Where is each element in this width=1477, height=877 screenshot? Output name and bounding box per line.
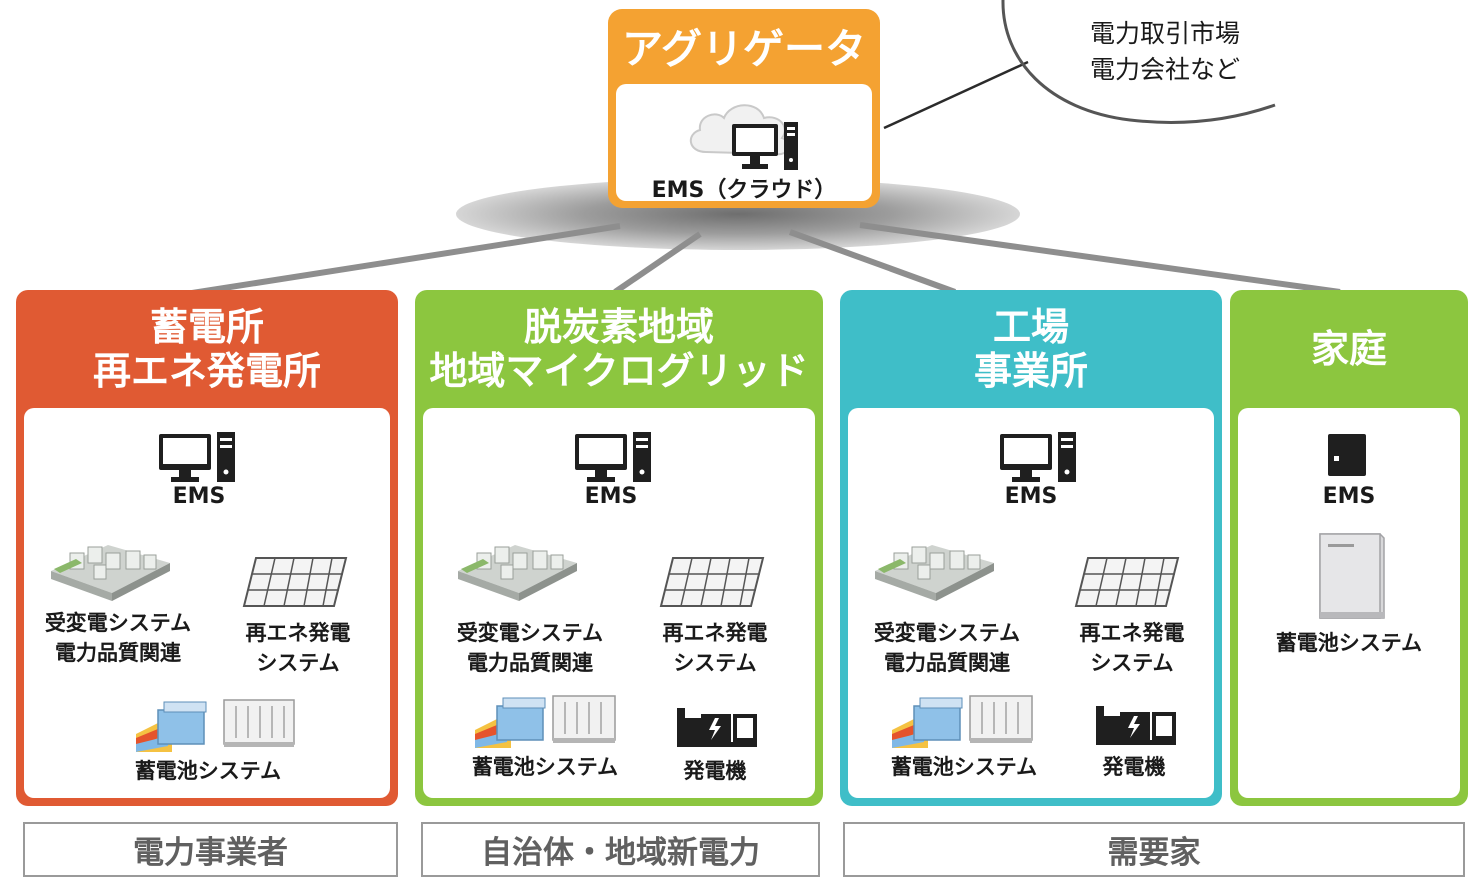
solar-label-line2: システム <box>673 651 757 676</box>
generator-label: 発電機 <box>683 759 747 783</box>
substation-label-line1: 受変電システム <box>456 621 604 645</box>
ems-label: EMS <box>1322 484 1376 509</box>
cloud-computer-icon <box>690 104 798 170</box>
solar-panel-icon <box>1074 557 1180 607</box>
panel-factory-header: 工場 事業所 <box>848 290 1214 408</box>
aggregator-body: EMS（クラウド） <box>616 84 872 203</box>
panel-title-line2: 再エネ発電所 <box>92 349 321 393</box>
substation-label-line2: 電力品質関連 <box>467 651 593 676</box>
home-battery-icon <box>1319 533 1385 619</box>
panel-battery-station-header: 蓄電所 再エネ発電所 <box>24 290 390 408</box>
ems-label: EMS <box>172 484 226 509</box>
solar-label-line1: 再エネ発電 <box>1079 621 1185 645</box>
substation-icon <box>51 545 170 601</box>
substation-icon <box>875 545 994 601</box>
battery-label: 蓄電池システム <box>1275 631 1423 655</box>
generator-icon <box>1096 706 1176 745</box>
computer-icon <box>1000 432 1076 482</box>
market-label: 電力取引市場 電力会社など <box>1060 16 1270 89</box>
battery-system-icon <box>136 699 295 752</box>
battery-label: 蓄電池システム <box>890 755 1038 779</box>
panel-body: EMS 受変電システム 電力品質関連 再エネ発電 システム <box>24 408 390 798</box>
panel-battery-station: 蓄電所 再エネ発電所 EMS 受変電システム 電力品質関連 <box>16 290 398 806</box>
panel-body: EMS 蓄電池システム <box>1238 408 1460 798</box>
substation-label: 受変電システム 電力品質関連 <box>862 618 1032 679</box>
solar-label: 再エネ発電 システム <box>645 618 785 679</box>
battery-system-icon <box>475 695 616 748</box>
panel-title-line2: 事業所 <box>973 349 1088 393</box>
panel-factory: 工場 事業所 EMS 受変電システム 電力品質関連 <box>840 290 1222 806</box>
solar-panel-icon <box>659 557 765 607</box>
aggregator-ems-label: EMS（クラウド） <box>651 178 837 203</box>
market-cloud-outline <box>1001 0 1276 124</box>
generator-label: 発電機 <box>1102 755 1166 779</box>
solar-label-line1: 再エネ発電 <box>662 621 768 645</box>
panel-title-line2: 地域マイクログリッド <box>429 349 809 393</box>
panel-title-line1: 工場 <box>992 304 1069 349</box>
solar-label: 再エネ発電 システム <box>228 618 368 679</box>
link-home <box>859 222 1341 295</box>
substation-label-line2: 電力品質関連 <box>884 651 1010 676</box>
computer-icon <box>159 432 235 482</box>
solar-label-line2: システム <box>256 651 340 676</box>
solar-label-line2: システム <box>1090 651 1174 676</box>
link-market <box>883 60 1029 130</box>
market-label-line2: 電力会社など <box>1089 55 1240 85</box>
substation-icon <box>458 545 577 601</box>
ems-label: EMS <box>1004 484 1058 509</box>
generator-icon <box>677 708 757 747</box>
panel-home: 家庭 EMS 蓄電池システム <box>1230 290 1468 806</box>
solar-label: 再エネ発電 システム <box>1062 618 1202 679</box>
aggregator-box: アグリゲータ EMS（クラウド） <box>608 9 880 208</box>
panel-title: 家庭 <box>1310 326 1387 371</box>
panel-title-line1: 脱炭素地域 <box>523 304 714 349</box>
panel-body: EMS 受変電システム 電力品質関連 再エネ発電 システム <box>848 408 1214 798</box>
panel-title-line1: 蓄電所 <box>149 304 264 349</box>
battery-label: 蓄電池システム <box>471 755 619 779</box>
panel-microgrid: 脱炭素地域 地域マイクログリッド EMS 受変電システム 電力品質関連 <box>415 290 823 806</box>
home-ems-device-icon <box>1328 434 1366 476</box>
substation-label-line1: 受変電システム <box>873 621 1021 645</box>
solar-label-line1: 再エネ発電 <box>245 621 351 645</box>
panel-body: EMS 受変電システム 電力品質関連 再エネ発電 システム <box>423 408 815 798</box>
category-municipality: 自治体・地域新電力 <box>421 822 820 877</box>
battery-label: 蓄電池システム <box>134 759 282 783</box>
substation-label-line1: 受変電システム <box>44 611 192 635</box>
substation-label: 受変電システム 電力品質関連 <box>38 608 198 669</box>
category-power-utility: 電力事業者 <box>23 822 398 877</box>
panel-home-header: 家庭 <box>1238 290 1460 408</box>
substation-label-line2: 電力品質関連 <box>55 641 181 666</box>
ems-label: EMS <box>584 484 638 509</box>
battery-system-icon <box>892 695 1033 748</box>
computer-icon <box>575 432 651 482</box>
market-label-line1: 電力取引市場 <box>1089 19 1240 48</box>
solar-panel-icon <box>242 557 348 607</box>
substation-label: 受変電システム 電力品質関連 <box>445 618 615 679</box>
link-factory <box>788 229 957 295</box>
aggregator-title: アグリゲータ <box>622 25 866 73</box>
panel-microgrid-header: 脱炭素地域 地域マイクログリッド <box>423 290 815 408</box>
category-consumer: 需要家 <box>843 822 1465 877</box>
link-microgrid <box>613 231 702 295</box>
link-battery-station <box>159 223 621 301</box>
